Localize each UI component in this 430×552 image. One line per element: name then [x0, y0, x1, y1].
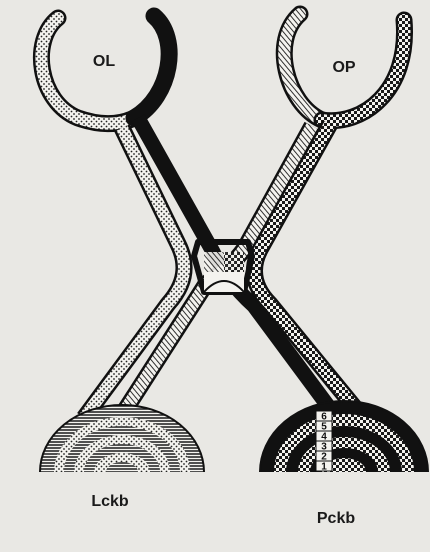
- right-body-label: Pckb: [317, 510, 355, 527]
- layer-number-1: 1: [321, 462, 327, 473]
- left-eye-label: OL: [93, 53, 115, 70]
- layer-number-column: 6 5 4 3 2 1: [316, 411, 332, 473]
- left-body-label: Lckb: [91, 493, 129, 510]
- right-eye-label: OP: [332, 59, 355, 76]
